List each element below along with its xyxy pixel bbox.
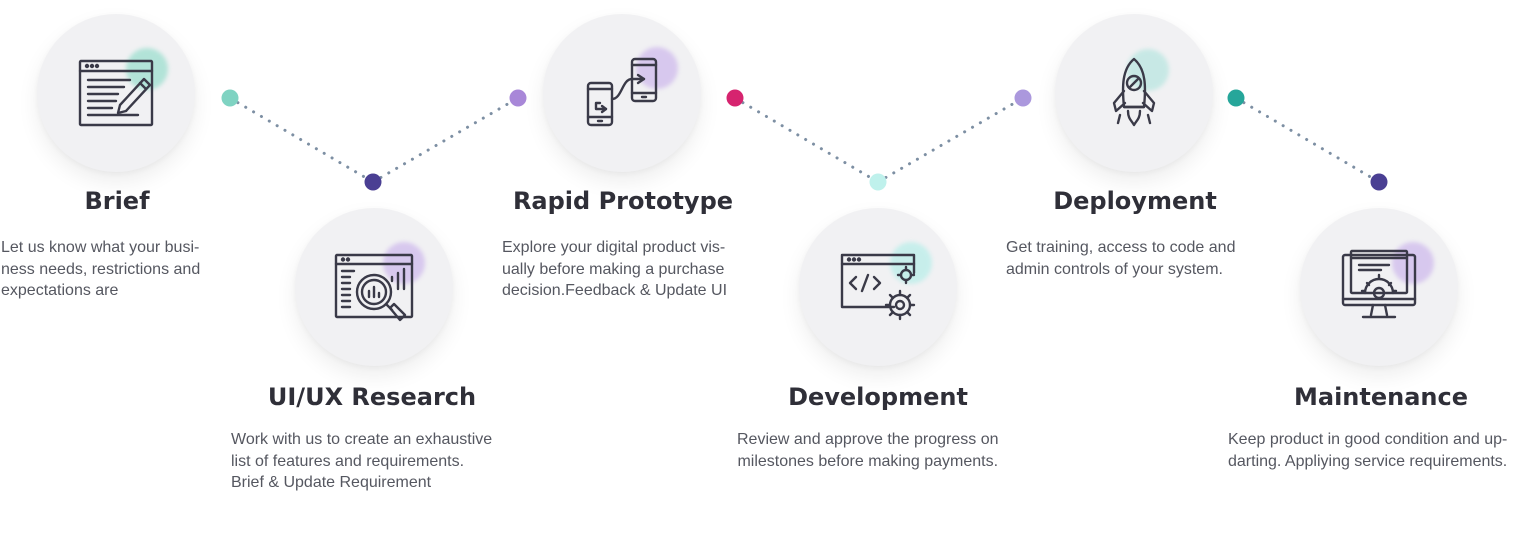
connector-dot (1014, 89, 1032, 107)
connector-line (228, 96, 375, 184)
connector-dot (221, 89, 239, 107)
document-pen-icon (78, 59, 154, 127)
step-circle-development (799, 208, 957, 366)
step-title-rapid-prototype: Rapid Prototype (512, 187, 734, 215)
connector-dot (726, 89, 744, 107)
step-title-maintenance: Maintenance (1293, 383, 1468, 411)
step-title-development: Development (788, 383, 968, 411)
connector-dot (364, 173, 382, 191)
connector-dot (1370, 173, 1388, 191)
monitor-gear-icon (1341, 249, 1417, 319)
step-circle-deployment (1055, 14, 1213, 172)
connector-line (1234, 96, 1381, 184)
connector-dots (221, 89, 1388, 191)
step-circle-rapid-prototype (543, 14, 701, 172)
connector-line (733, 96, 880, 184)
step-title-deployment: Deployment (1053, 187, 1217, 215)
step-desc-brief: Let us know what your busi- ness needs, … (1, 239, 201, 299)
step-desc-uiux-research: Work with us to create an exhaustive lis… (231, 431, 493, 491)
step-desc-rapid-prototype: Explore your digital product vis- ually … (502, 239, 728, 299)
connector-line (876, 96, 1025, 184)
connector-line (371, 96, 520, 184)
mobile-prototype-icon (586, 57, 658, 127)
decorative-blob (1392, 242, 1434, 284)
step-circle-brief (37, 14, 195, 172)
step-circle-uiux-research (295, 208, 453, 366)
step-circle-maintenance (1300, 208, 1458, 366)
connector-dot (1227, 89, 1245, 107)
step-desc-deployment: Get training, access to code and admin c… (1006, 239, 1236, 278)
step-desc-maintenance: Keep product in good condition and up- d… (1228, 431, 1508, 470)
step-title-brief: Brief (84, 187, 150, 215)
step-title-uiux-research: UI/UX Research (267, 383, 477, 411)
code-gears-icon (840, 253, 916, 321)
connector-dot (509, 89, 527, 107)
dotted-connector-lines (228, 96, 1381, 184)
research-magnifier-icon (334, 253, 414, 322)
step-desc-development: Review and approve the progress on miles… (737, 431, 999, 470)
connector-dot (869, 173, 887, 191)
rocket-icon (1112, 57, 1156, 127)
